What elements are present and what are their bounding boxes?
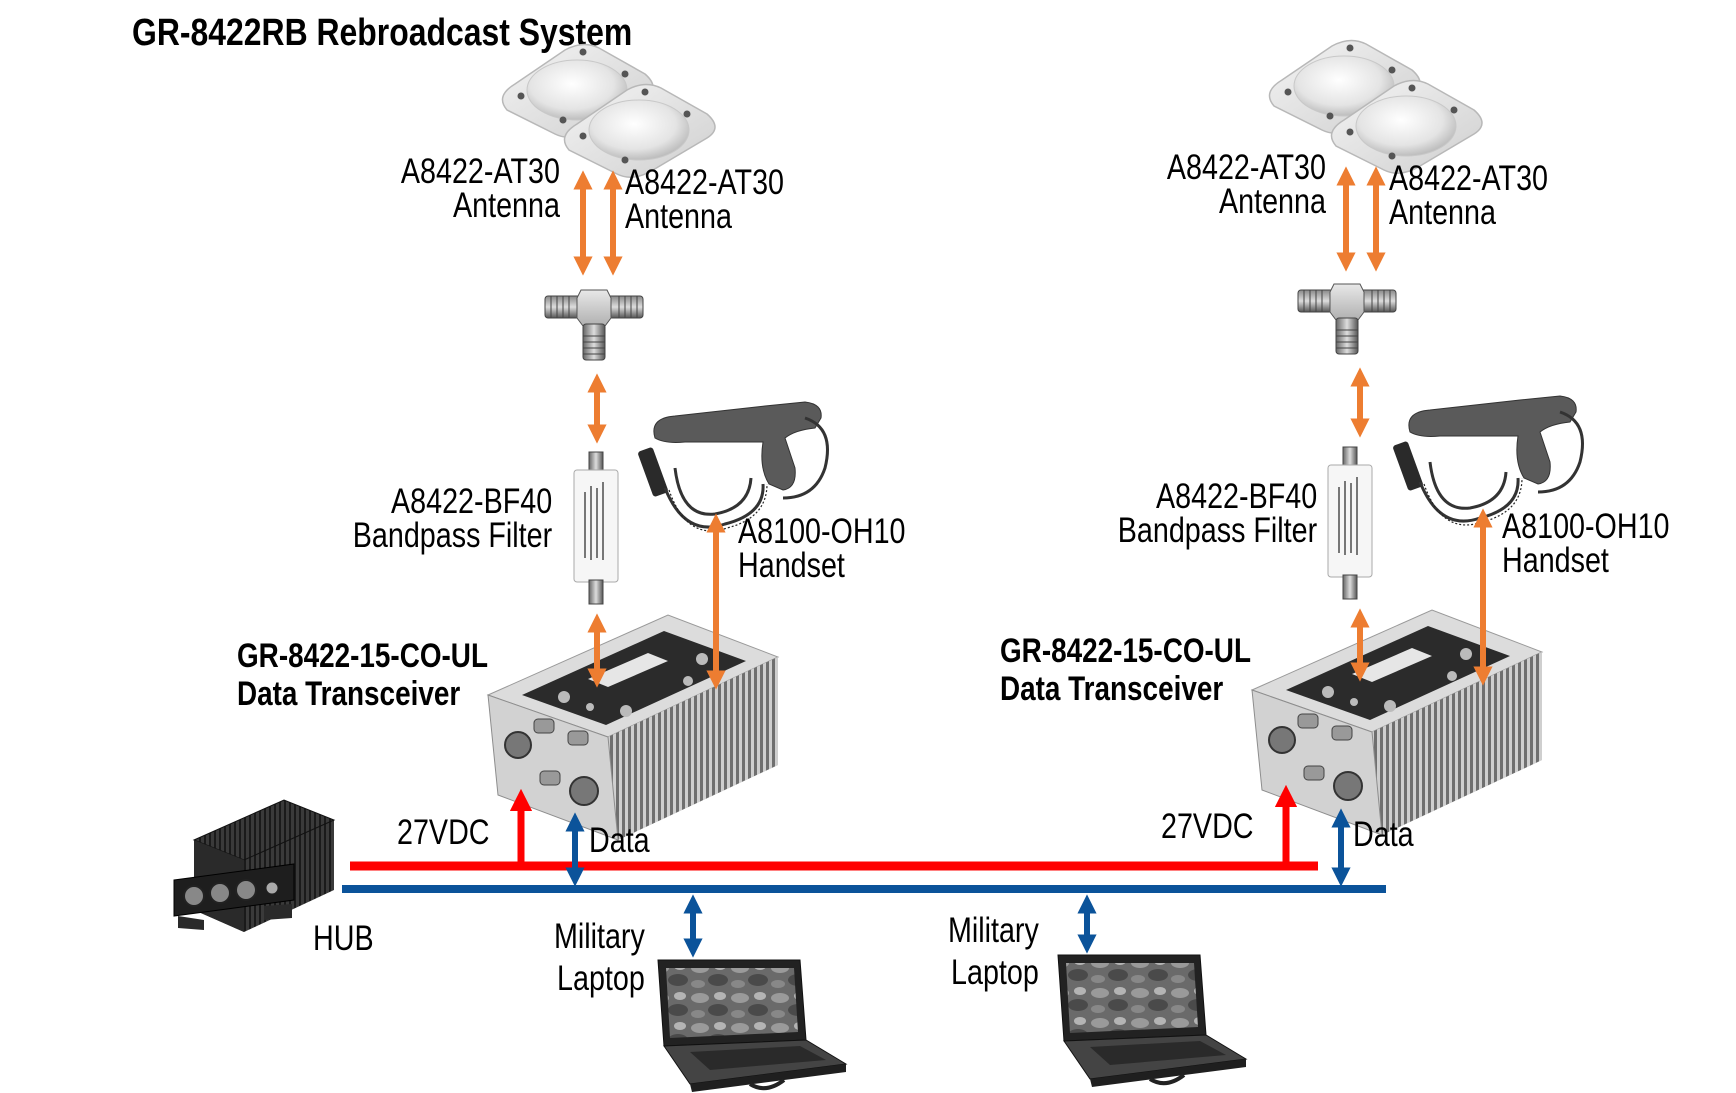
- transceiver-model: GR-8422-15-CO-UL: [1000, 632, 1251, 670]
- antenna-b-label-right: A8422-AT30 Antenna: [1389, 159, 1549, 232]
- filter-label-left: A8422-BF40 Bandpass Filter: [352, 482, 552, 555]
- transceiver-icon: [487, 614, 779, 841]
- filter-label-right: A8422-BF40 Bandpass Filter: [1117, 477, 1317, 550]
- transceiver-icon: [1251, 609, 1543, 836]
- laptop-icon: [1056, 953, 1248, 1089]
- filter-type: Bandpass Filter: [352, 516, 552, 555]
- antenna-model: A8422-AT30: [625, 163, 785, 202]
- transceiver-label-right: GR-8422-15-CO-UL Data Transceiver: [1000, 632, 1251, 708]
- handset-label-left: A8100-OH10 Handset: [738, 512, 906, 585]
- filter-type: Bandpass Filter: [1117, 511, 1317, 550]
- laptop-icon: [656, 958, 848, 1093]
- laptop-label-right: Military Laptop: [948, 910, 1039, 994]
- handset-label-right: A8100-OH10 Handset: [1502, 507, 1670, 580]
- antenna-a-label-right: A8422-AT30 Antenna: [1166, 148, 1326, 221]
- antenna-model: A8422-AT30: [1389, 159, 1549, 198]
- rf-tee-connector-icon: [544, 289, 644, 361]
- power-label-right: 27VDC: [1161, 807, 1254, 846]
- transceiver-label-left: GR-8422-15-CO-UL Data Transceiver: [237, 637, 488, 713]
- antenna-type: Antenna: [1219, 182, 1326, 221]
- hub-icon: [173, 799, 335, 933]
- diagram-title: GR-8422RB Rebroadcast System: [132, 12, 633, 54]
- handset-icon: [1390, 394, 1584, 527]
- laptop-label-line2: Laptop: [557, 959, 645, 998]
- antenna-a-label-left: A8422-AT30 Antenna: [400, 152, 560, 225]
- antenna-type: Antenna: [1389, 193, 1496, 232]
- hub-label: HUB: [313, 919, 374, 958]
- handset-type: Handset: [738, 546, 845, 585]
- antenna-type: Antenna: [625, 197, 732, 236]
- filter-model: A8422-BF40: [390, 482, 552, 521]
- filter-model: A8422-BF40: [1155, 477, 1317, 516]
- rf-tee-connector-icon: [1297, 283, 1397, 355]
- data-label-right: Data: [1353, 815, 1414, 854]
- transceiver-type: Data Transceiver: [237, 675, 461, 713]
- handset-model: A8100-OH10: [738, 512, 906, 551]
- bandpass-filter-icon: [573, 451, 619, 605]
- laptop-label-left: Military Laptop: [554, 916, 645, 1000]
- transceiver-model: GR-8422-15-CO-UL: [237, 637, 488, 675]
- power-label-left: 27VDC: [397, 813, 490, 852]
- antenna-model: A8422-AT30: [400, 152, 560, 191]
- laptop-label-line1: Military: [948, 911, 1039, 950]
- bandpass-filter-icon: [1327, 446, 1373, 600]
- antenna-b-label-left: A8422-AT30 Antenna: [625, 163, 785, 236]
- antenna-model: A8422-AT30: [1166, 148, 1326, 187]
- handset-model: A8100-OH10: [1502, 507, 1670, 546]
- laptop-label-line1: Military: [554, 917, 645, 956]
- laptop-label-line2: Laptop: [951, 953, 1039, 992]
- handset-type: Handset: [1502, 541, 1609, 580]
- transceiver-type: Data Transceiver: [1000, 670, 1224, 708]
- antenna-type: Antenna: [453, 186, 560, 225]
- data-label-left: Data: [589, 821, 650, 860]
